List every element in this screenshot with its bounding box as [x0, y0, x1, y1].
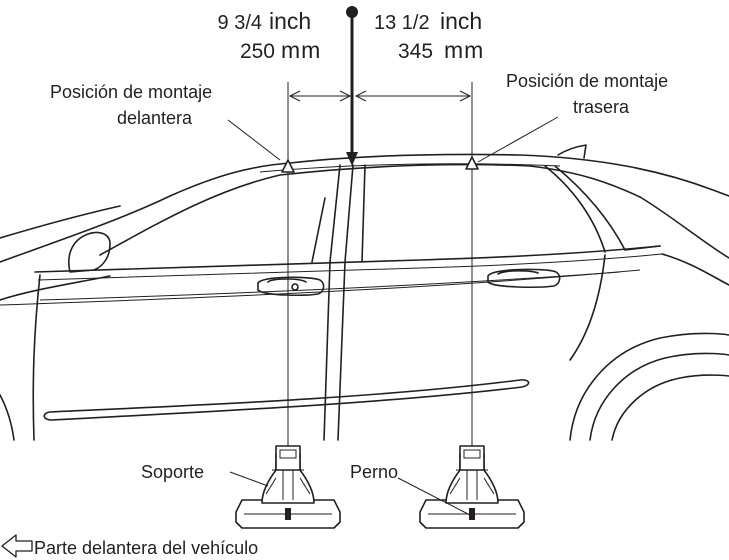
rear-bracket	[419, 445, 525, 529]
belt-line	[34, 245, 661, 273]
rear-dimension-arrow	[354, 90, 472, 102]
rear-inch-unit: inch	[440, 8, 482, 34]
front-inch-value: 9 3/4	[218, 12, 262, 34]
front-mm-value: 250	[240, 40, 275, 63]
front-inch-unit: inch	[269, 8, 311, 34]
front-position-leader	[227, 119, 281, 161]
car-body	[0, 144, 729, 441]
rear-mm-value: 345	[398, 40, 433, 63]
roof-line	[0, 153, 729, 263]
vehicle-front-label: Parte delantera del vehículo	[34, 538, 258, 558]
rear-mm-unit: mm	[444, 37, 484, 63]
rear-wheel-arch	[569, 332, 729, 441]
b-pillar-reference-pointer	[346, 6, 358, 166]
front-door-front-edge	[32, 274, 41, 441]
side-molding	[43, 379, 530, 421]
rear-position-label-line1: Posición de montaje	[506, 71, 668, 91]
bolt-label: Perno	[350, 462, 398, 482]
support-label: Soporte	[141, 462, 204, 482]
front-position-label-line2: delantera	[117, 108, 193, 128]
arrow-left-outline-icon	[1, 534, 33, 558]
side-mirror	[68, 231, 111, 273]
front-position-label-line1: Posición de montaje	[50, 82, 212, 102]
front-door-handle	[257, 276, 325, 296]
rear-inch-value: 13 1/2	[374, 12, 430, 34]
mount-reference-lines	[287, 82, 473, 488]
front-mm-unit: mm	[281, 37, 321, 63]
b-pillar	[329, 164, 341, 263]
shark-fin-antenna	[557, 144, 587, 159]
front-dimension-arrow	[288, 90, 352, 102]
c-pillar	[544, 165, 606, 253]
rear-door-rear-edge	[569, 254, 606, 361]
rear-position-leader	[477, 116, 559, 163]
rear-position-label-line2: trasera	[573, 97, 630, 117]
front-door-rear-edge	[323, 261, 331, 441]
rear-door-handle	[487, 268, 561, 288]
bolt-leader	[397, 477, 471, 516]
support-leader	[229, 471, 269, 487]
rear-mount-marker	[465, 156, 479, 170]
front-bracket	[235, 445, 341, 529]
front-mount-marker	[281, 159, 295, 173]
window-top-line	[99, 163, 641, 256]
